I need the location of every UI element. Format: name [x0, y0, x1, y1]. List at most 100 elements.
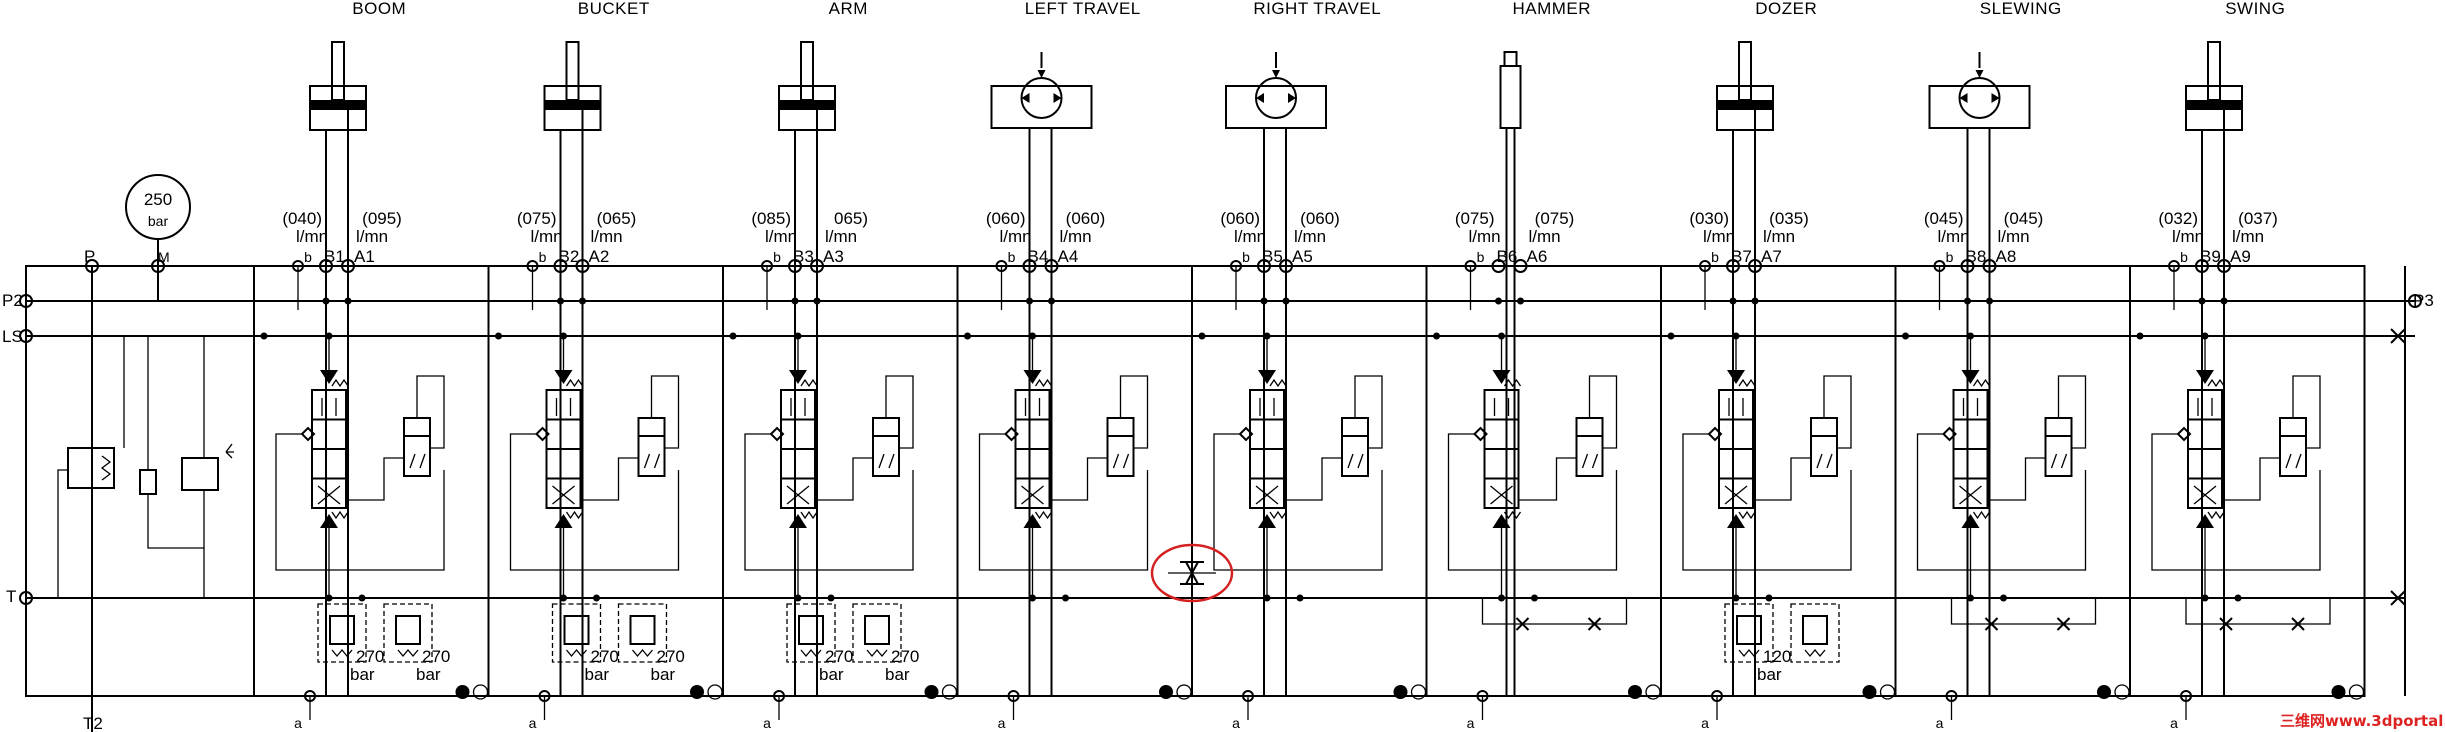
- relief-valve-icon: [563, 615, 590, 645]
- flow-unit-b: l/mn: [1468, 227, 1500, 246]
- flow-a-label: (035): [1769, 209, 1809, 228]
- pressure-compensator-icon: [1106, 417, 1135, 477]
- flow-unit-a: l/mn: [825, 227, 857, 246]
- port-b-icon: [1257, 259, 1271, 273]
- section-title: BOOM: [352, 0, 406, 18]
- port-p-icon: [85, 259, 99, 273]
- check-valve-icon: [1180, 561, 1204, 585]
- flow-unit-a: l/mn: [590, 227, 622, 246]
- flow-unit-a: l/mn: [356, 227, 388, 246]
- spring-icon: [2207, 378, 2225, 388]
- pressure-compensator-icon: [2044, 417, 2073, 477]
- pilot-b-label: b: [539, 249, 547, 265]
- gallery-lines: [19, 259, 2422, 696]
- relief-valve-frame: [551, 603, 602, 663]
- relief-valve-frame: [852, 603, 902, 663]
- cylinder-rod: [2207, 41, 2221, 101]
- pressure-compensator-icon: [872, 417, 900, 477]
- gauge-unit: bar: [148, 213, 169, 229]
- port-a-icon: [1279, 259, 1293, 273]
- port-ls-icon: [19, 329, 33, 343]
- port-t-label: T: [6, 587, 16, 606]
- drain-plug-icon: [1393, 685, 1408, 699]
- port-a-icon: [1982, 259, 1997, 273]
- pressure-compensator-icon: [1810, 417, 1838, 477]
- drain-plug-icon: [690, 685, 704, 699]
- section-title: RIGHT TRAVEL: [1253, 0, 1381, 18]
- pressure-compensator-icon: [2279, 417, 2307, 477]
- pilot-arrow-icon: [554, 514, 573, 528]
- port-b-icon: [788, 259, 802, 273]
- flow-a-label: (045): [2004, 209, 2044, 228]
- port-m-label: M: [158, 249, 170, 265]
- relief-valve-icon: [798, 615, 824, 645]
- pilot-a-label: a: [763, 715, 771, 731]
- cylinder-piston: [779, 100, 835, 110]
- port-ls-label: LS: [2, 327, 23, 346]
- section-title: LEFT TRAVEL: [1025, 0, 1141, 18]
- pilot-b-label: b: [773, 249, 781, 265]
- cylinder-rod: [565, 41, 580, 101]
- port-a-icon: [341, 259, 355, 273]
- plug-cross-icon: [2219, 617, 2233, 631]
- relief-spring-icon: [1804, 648, 1826, 658]
- section-title: BUCKET: [578, 0, 650, 18]
- relief-pressure-unit: bar: [350, 665, 375, 684]
- spring-icon: [1972, 378, 1991, 388]
- port-m-icon: [151, 259, 165, 273]
- pilot-arrow-icon: [1727, 514, 1745, 528]
- pilot-a-label: a: [294, 715, 302, 731]
- drain-plug-icon: [1628, 685, 1642, 699]
- flow-a-label: (095): [362, 209, 402, 228]
- pilot-b-label: b: [2180, 249, 2188, 265]
- port-relief-valve-a: [1790, 603, 1840, 663]
- flow-unit-a: l/mn: [2232, 227, 2264, 246]
- drain-plug-icon: [1862, 685, 1877, 699]
- relief-valve-icon: [1736, 615, 1762, 645]
- relief-valve-frame: [1724, 603, 1774, 663]
- gauge-value: 250: [144, 190, 172, 209]
- pilot-a-label: a: [998, 715, 1006, 731]
- motor-arrows: [1959, 70, 2000, 103]
- spring-icon: [565, 378, 584, 388]
- shuttle-check-icon: [1707, 426, 1723, 442]
- relief-pressure-unit: bar: [416, 665, 441, 684]
- pilot-a-label: a: [1232, 715, 1240, 731]
- section-body: [1894, 265, 2131, 697]
- hammer-icon: [1499, 65, 1522, 129]
- shuttle-check-icon: [1473, 426, 1488, 442]
- plug-cross-icon: [2291, 617, 2305, 631]
- spring-icon: [1269, 510, 1287, 520]
- spring-icon: [1738, 510, 1756, 520]
- port-a-label: A6: [1527, 247, 1548, 266]
- pilot-arrow-icon: [1023, 514, 1042, 528]
- spring-icon: [331, 378, 349, 388]
- relief-valve-icon: [629, 615, 656, 645]
- shuttle-check-icon: [1004, 426, 1019, 442]
- plug-cross-icon: [1587, 617, 1602, 631]
- relief-spring-icon: [866, 648, 888, 658]
- flow-unit-a: l/mn: [1294, 227, 1326, 246]
- flow-unit-b: l/mn: [999, 227, 1031, 246]
- flow-b-label: (075): [517, 209, 557, 228]
- relief-pressure-unit: bar: [651, 665, 676, 684]
- shuttle-check-icon: [300, 426, 316, 442]
- flow-unit-a: l/mn: [1528, 227, 1560, 246]
- relief-spring-icon: [632, 648, 653, 658]
- flow-unit-b: l/mn: [530, 227, 562, 246]
- pilot-b-label: b: [1477, 249, 1485, 265]
- cylinder-piston: [1717, 100, 1773, 110]
- flow-a-label: (037): [2238, 209, 2278, 228]
- pilot-arrow-icon: [1492, 370, 1511, 384]
- cylinder-rod: [800, 41, 814, 101]
- port-a-icon: [2217, 259, 2231, 273]
